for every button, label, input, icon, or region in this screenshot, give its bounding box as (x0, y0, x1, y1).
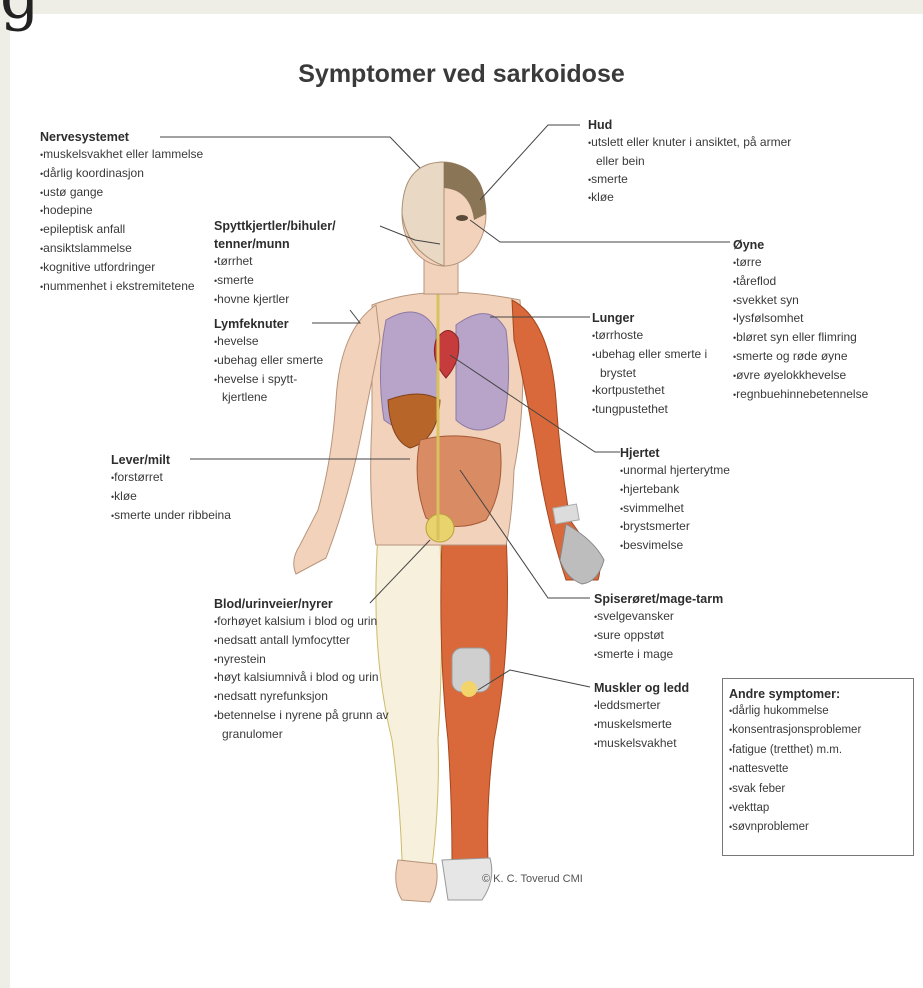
section-hud: Hud utslett eller knuter i ansiktet, på … (588, 116, 803, 208)
section-spyttkjertler: Spyttkjertler/bihuler/ tenner/munn tørrh… (214, 217, 382, 309)
list-hjertet: unormal hjerterytme hjertebank svimmelhe… (620, 462, 780, 556)
list-andre: dårlig hukommelse konsentrasjonsprobleme… (729, 702, 913, 838)
heading-lever: Lever/milt (111, 451, 231, 469)
list-item: kortpustethet (592, 382, 722, 401)
list-item: ustø gange (40, 184, 210, 203)
list-item: leddsmerter (594, 697, 720, 716)
list-item: ubehag eller smerte i brystet (592, 346, 722, 383)
list-spiseroret: svelgevansker sure oppstøt smerte i mage (594, 608, 774, 664)
list-item: smerte (214, 272, 382, 291)
section-muskler: Muskler og ledd leddsmerter muskelsmerte… (594, 679, 720, 753)
list-item: unormal hjerterytme (620, 462, 780, 481)
copyright-credit: © K. C. Toverud CMI (482, 873, 583, 885)
list-item: epileptisk anfall (40, 221, 210, 240)
list-item: smerte og røde øyne (733, 348, 921, 367)
list-oyne: tørre tåreflod svekket syn lysfølsomhet … (733, 254, 921, 404)
list-item: muskelsmerte (594, 716, 720, 735)
list-lever: forstørret kløe smerte under ribbeina (111, 469, 231, 525)
list-item: fatigue (tretthet) m.m. (729, 741, 913, 760)
heading-lymfeknuter: Lymfeknuter (214, 315, 342, 333)
list-item: muskelsvakhet (594, 735, 720, 754)
list-item: øvre øyelokkhevelse (733, 367, 921, 386)
leader-blod (370, 540, 430, 603)
list-item: nattesvette (729, 760, 913, 779)
list-item: smerte under ribbeina (111, 507, 231, 526)
list-item: nedsatt nyrefunksjon (214, 688, 396, 707)
section-spiseroret: Spiserøret/mage-tarm svelgevansker sure … (594, 590, 774, 664)
list-item: utslett eller knuter i ansiktet, på arme… (588, 134, 803, 171)
leader-muskler (478, 670, 590, 690)
list-item: høyt kalsiumnivå i blod og urin (214, 669, 396, 688)
heading-nervesystemet: Nervesystemet (40, 128, 210, 146)
leader-oyne (470, 220, 730, 242)
heading-spyttkjertler: Spyttkjertler/bihuler/ tenner/munn (214, 217, 382, 253)
heading-hjertet: Hjertet (620, 444, 780, 462)
list-item: regnbuehinnebetennelse (733, 386, 921, 405)
list-item: forstørret (111, 469, 231, 488)
list-item: dårlig koordinasjon (40, 165, 210, 184)
list-item: hevelse (214, 333, 342, 352)
leader-hud (480, 125, 580, 200)
list-item: ansiktslammelse (40, 240, 210, 259)
list-lunger: tørrhoste ubehag eller smerte i brystet … (592, 327, 722, 420)
other-symptoms-box: Andre symptomer: dårlig hukommelse konse… (722, 678, 914, 856)
heading-spiseroret: Spiserøret/mage-tarm (594, 590, 774, 608)
list-item: muskelsvakhet eller lammelse (40, 146, 210, 165)
list-nervesystemet: muskelsvakhet eller lammelse dårlig koor… (40, 146, 210, 296)
list-item: forhøyet kalsium i blod og urin (214, 613, 396, 632)
heading-muskler: Muskler og ledd (594, 679, 720, 697)
list-item: svimmelhet (620, 500, 780, 519)
list-blod: forhøyet kalsium i blod og urin nedsatt … (214, 613, 396, 744)
list-item: kløe (588, 189, 803, 208)
list-item: konsentrasjonsproblemer (729, 721, 913, 740)
leader-spyttkjertler (380, 226, 440, 244)
section-lunger: Lunger tørrhoste ubehag eller smerte i b… (592, 309, 722, 420)
list-lymfeknuter: hevelse ubehag eller smerte hevelse i sp… (214, 333, 342, 407)
list-muskler: leddsmerter muskelsmerte muskelsvakhet (594, 697, 720, 753)
heading-blod: Blod/urinveier/nyrer (214, 595, 396, 613)
list-item: søvnproblemer (729, 818, 913, 837)
list-item: kløe (111, 488, 231, 507)
list-item: tørre (733, 254, 921, 273)
list-item: dårlig hukommelse (729, 702, 913, 721)
list-item: smerte (588, 171, 803, 190)
section-blod: Blod/urinveier/nyrer forhøyet kalsium i … (214, 595, 396, 744)
list-item: tørrhet (214, 253, 382, 272)
section-lymfeknuter: Lymfeknuter hevelse ubehag eller smerte … (214, 315, 342, 407)
list-item: nyrestein (214, 651, 396, 670)
list-item: hjertebank (620, 481, 780, 500)
list-item: kognitive utfordringer (40, 259, 210, 278)
list-item: vekttap (729, 799, 913, 818)
section-oyne: Øyne tørre tåreflod svekket syn lysfølso… (733, 236, 921, 404)
list-item: hodepine (40, 202, 210, 221)
list-item: svak feber (729, 780, 913, 799)
heading-lunger: Lunger (592, 309, 722, 327)
list-item: tåreflod (733, 273, 921, 292)
leader-spiseroret (460, 470, 590, 598)
list-item: betennelse i nyrene på grunn av granulom… (214, 707, 396, 744)
section-hjertet: Hjertet unormal hjerterytme hjertebank s… (620, 444, 780, 556)
list-item: ubehag eller smerte (214, 352, 342, 371)
list-item: sure oppstøt (594, 627, 774, 646)
list-hud: utslett eller knuter i ansiktet, på arme… (588, 134, 803, 208)
section-lever: Lever/milt forstørret kløe smerte under … (111, 451, 231, 525)
list-item: nummenhet i ekstremitetene (40, 278, 210, 297)
list-item: tørrhoste (592, 327, 722, 346)
heading-oyne: Øyne (733, 236, 921, 254)
list-item: svelgevansker (594, 608, 774, 627)
list-item: svekket syn (733, 292, 921, 311)
list-item: smerte i mage (594, 646, 774, 665)
list-item: lysfølsomhet (733, 310, 921, 329)
list-item: hovne kjertler (214, 291, 382, 310)
list-item: nedsatt antall lymfocytter (214, 632, 396, 651)
heading-hud: Hud (588, 116, 803, 134)
section-nervesystemet: Nervesystemet muskelsvakhet eller lammel… (40, 128, 210, 296)
list-spyttkjertler: tørrhet smerte hovne kjertler (214, 253, 382, 309)
list-item: tungpustethet (592, 401, 722, 420)
list-item: bløret syn eller flimring (733, 329, 921, 348)
list-item: brystsmerter (620, 518, 780, 537)
heading-andre: Andre symptomer: (729, 687, 913, 701)
list-item: besvimelse (620, 537, 780, 556)
list-item: hevelse i spytt-kjertlene (214, 371, 342, 408)
